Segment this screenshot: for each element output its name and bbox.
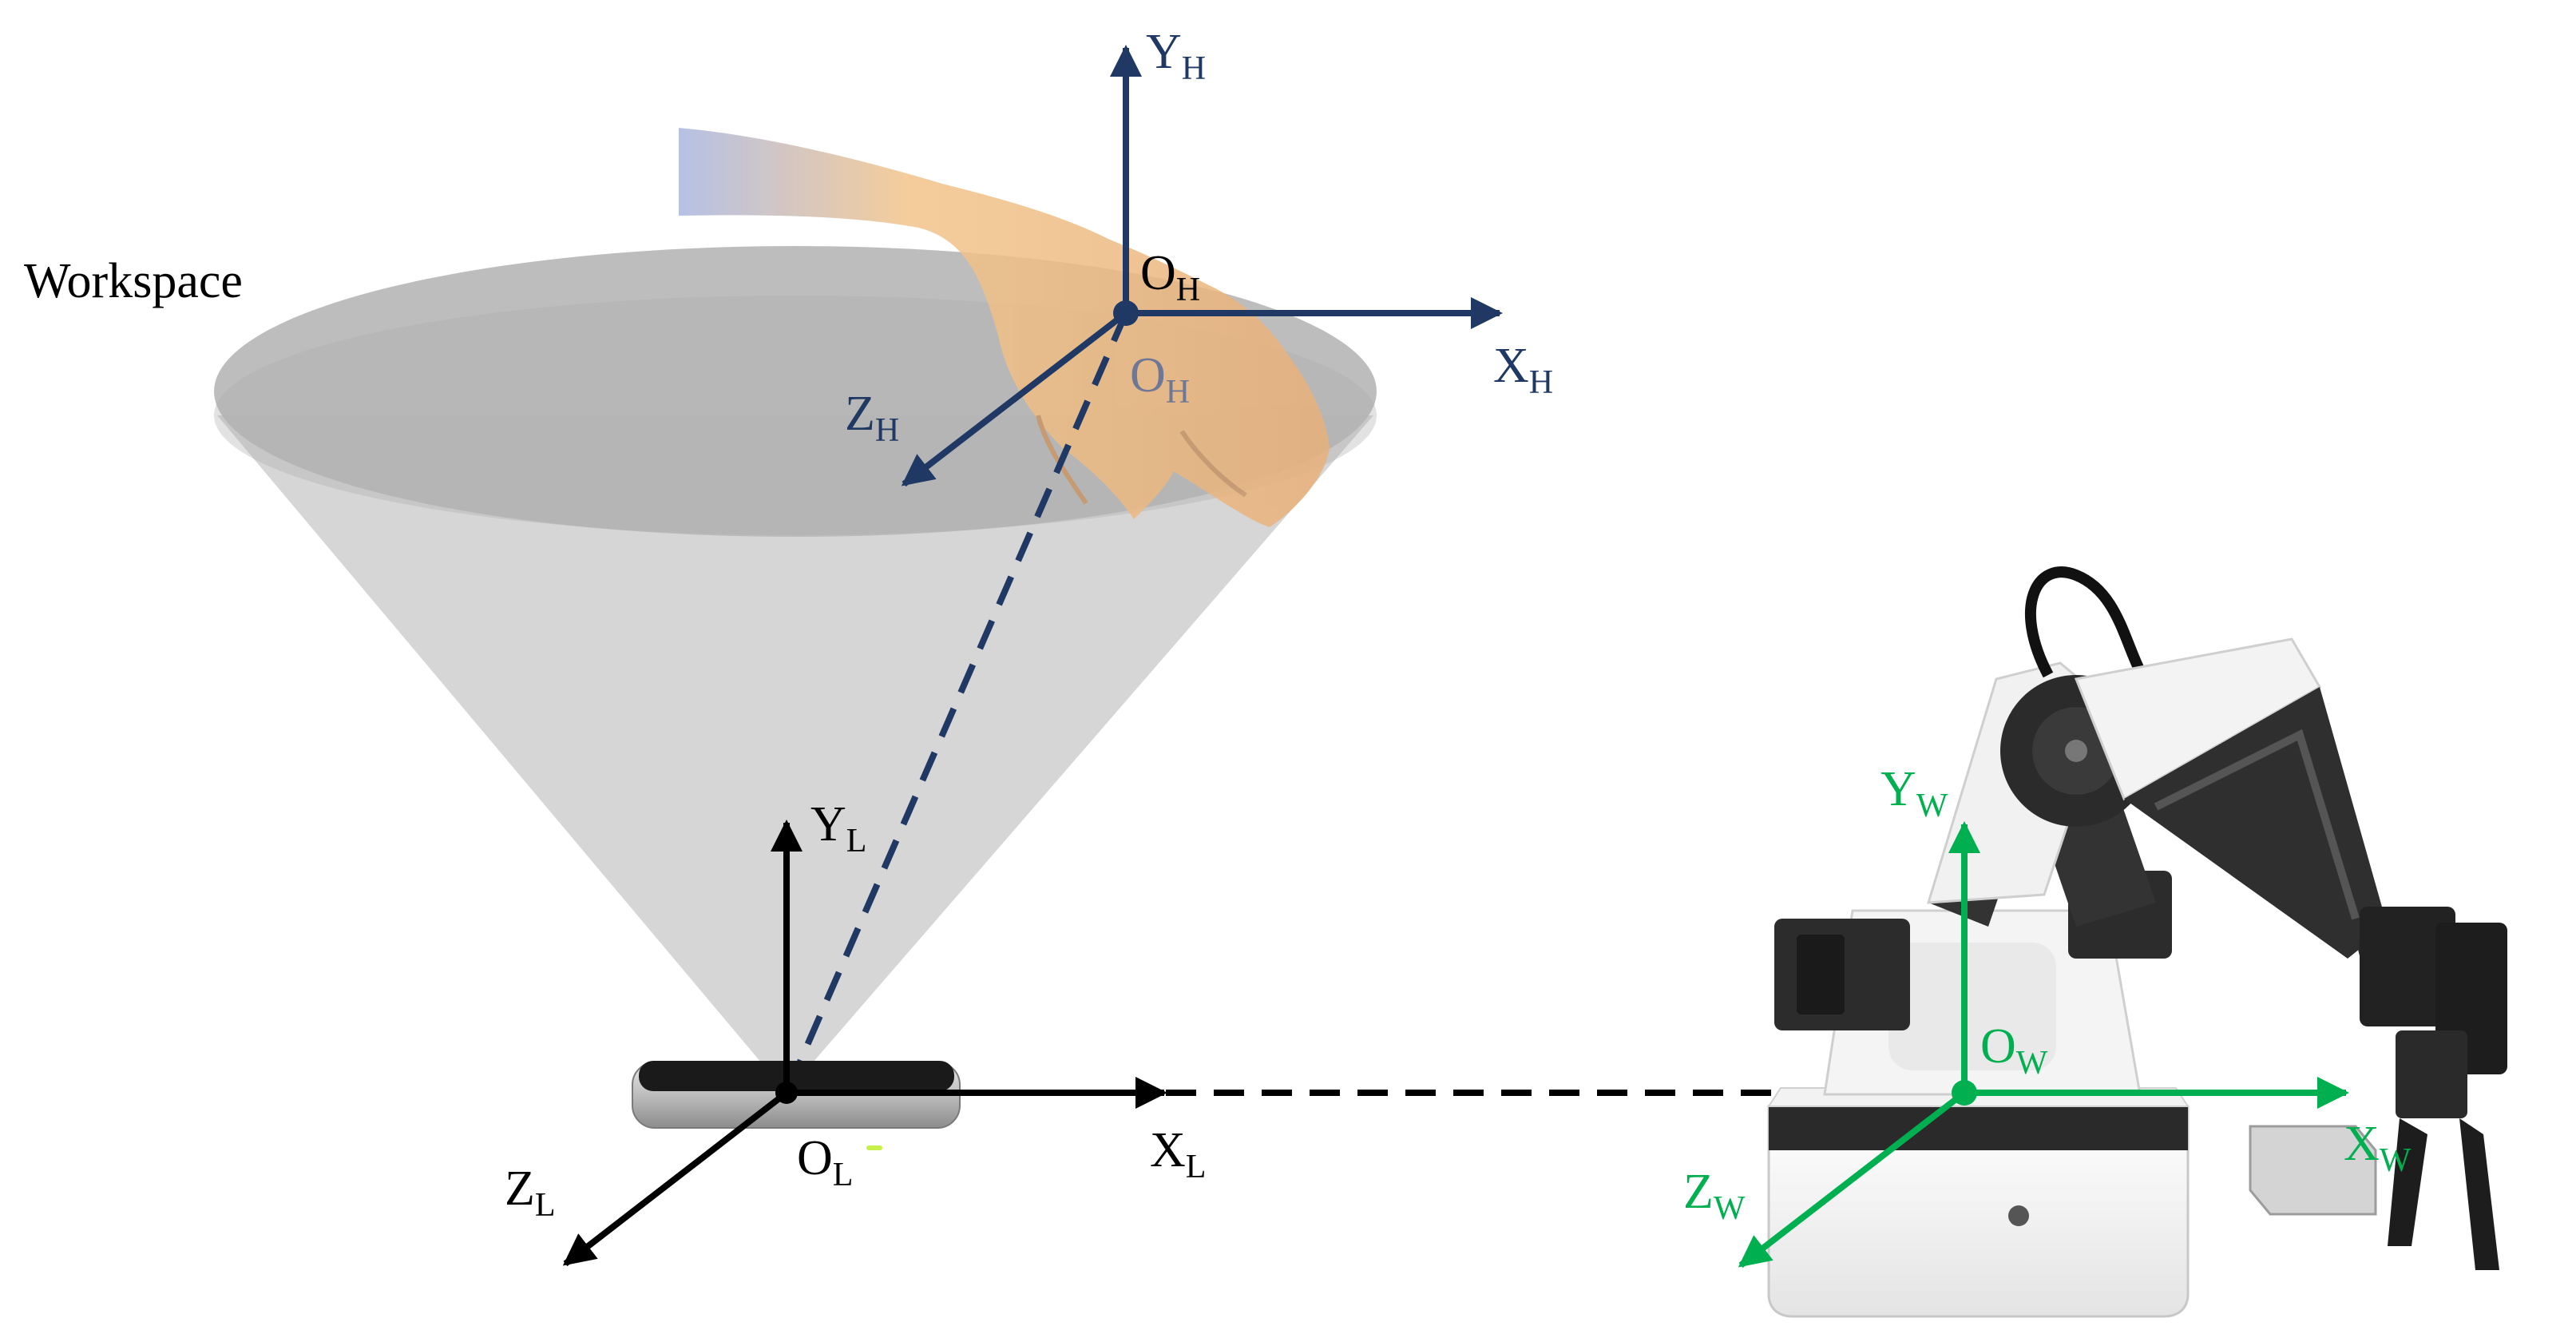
hand-origin-dot xyxy=(1113,300,1139,326)
workspace-label: Workspace xyxy=(24,254,243,308)
leap-z-label: ZL xyxy=(505,1161,556,1224)
robotic-arm xyxy=(1767,566,2507,1318)
hand-z-label: ZH xyxy=(845,387,899,449)
robot-y-label: YW xyxy=(1880,762,1948,824)
robot-origin-label: OW xyxy=(1980,1019,2048,1082)
hand-frame: YH OH OH XH ZH xyxy=(783,25,1553,1094)
hand-z-axis xyxy=(901,310,1128,487)
leap-frame: YL XL ZL OL xyxy=(505,797,1964,1267)
leap-motion-sensor xyxy=(632,1061,961,1150)
robot-z-axis xyxy=(1738,1090,1967,1268)
leap-origin-dot xyxy=(775,1082,798,1104)
hand-origin-ghost-label: OH xyxy=(1130,348,1190,411)
hand-origin-label: OH xyxy=(1140,246,1200,308)
leap-y-label: YL xyxy=(810,797,866,860)
hand-x-label: XH xyxy=(1493,339,1553,401)
leap-origin-label: OL xyxy=(797,1131,853,1193)
robot-z-label: ZW xyxy=(1683,1165,1746,1227)
sensor-indicator-light xyxy=(866,1145,882,1150)
robot-x-label: XW xyxy=(2344,1117,2412,1179)
hand-y-label: YH xyxy=(1146,25,1206,87)
leap-x-label: XL xyxy=(1150,1123,1206,1185)
leap-z-axis xyxy=(562,1090,789,1267)
robot-frame: YW OW XW ZW xyxy=(1683,762,2412,1268)
robot-origin-dot xyxy=(1952,1080,1977,1106)
